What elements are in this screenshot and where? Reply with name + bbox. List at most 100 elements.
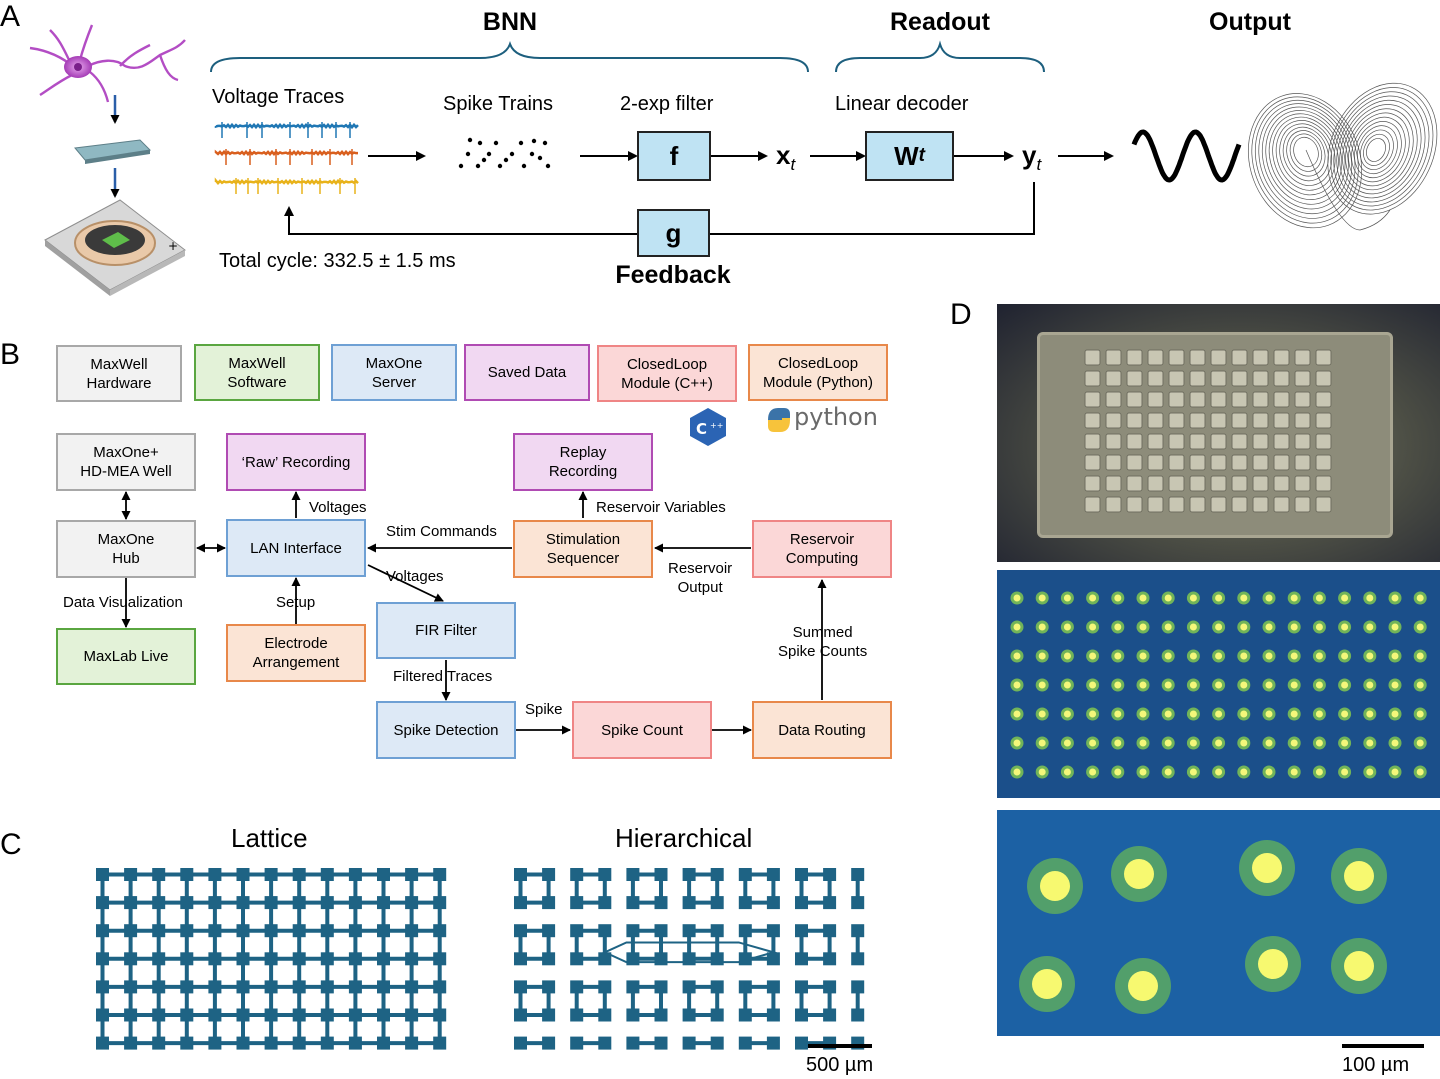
hier-node [514, 1036, 527, 1050]
readout-brace [835, 40, 1045, 73]
fluo-spot [1038, 594, 1046, 602]
mea-well-cell [1126, 433, 1143, 450]
lattice-node [264, 980, 278, 994]
fluo-spot [1215, 681, 1223, 689]
fluo-spot [1215, 652, 1223, 660]
fluo-zoom-spot [1344, 951, 1374, 981]
fluo-spot [1315, 652, 1323, 660]
mea-well-cell [1231, 454, 1248, 471]
spike-dot [503, 157, 509, 163]
hier-node [795, 1036, 808, 1050]
hier-node [654, 896, 668, 910]
fluo-spot [1391, 652, 1399, 660]
mea-well-cell [1315, 433, 1332, 450]
mea-well-cell [1315, 349, 1332, 366]
fluo-spot [1366, 652, 1374, 660]
lattice-node [377, 868, 390, 881]
hier-node [570, 980, 584, 994]
lattice-node [292, 1036, 306, 1050]
mea-well-cell [1315, 370, 1332, 387]
fluo-spot [1114, 681, 1122, 689]
lattice-node [264, 1008, 278, 1022]
fluo-spot [1139, 652, 1147, 660]
hier-node [570, 896, 584, 910]
legend-closedloop-cpp: ClosedLoop Module (C++) [597, 345, 737, 402]
fluo-spot [1164, 652, 1172, 660]
spike-dot [518, 140, 524, 146]
fluo-spot [1341, 739, 1349, 747]
edge-label-spike: Spike [525, 701, 563, 718]
fluo-spot [1265, 710, 1273, 718]
svg-text:++: ++ [710, 421, 723, 430]
panel-b-arrows: C ++ [121, 408, 827, 735]
attractor-loop-left [1251, 96, 1359, 224]
attractor-loop-left [1286, 130, 1326, 177]
attractor-loop-left [1247, 93, 1363, 229]
lattice-node [96, 868, 109, 881]
lattice-node [208, 896, 222, 910]
mea-well-cell [1315, 475, 1332, 492]
lattice-node [236, 952, 250, 966]
fluo-spot [1215, 710, 1223, 718]
spike-dot [486, 151, 492, 157]
lattice-node [152, 952, 166, 966]
hier-node [654, 924, 668, 938]
hier-node [710, 952, 724, 966]
lattice-node [208, 952, 222, 966]
hier-node [682, 1036, 696, 1050]
python-logo [768, 408, 790, 432]
lattice-node [236, 896, 250, 910]
mea-well-cell [1147, 412, 1164, 429]
decoder-label: Linear decoder [835, 93, 969, 115]
mea-well-cell [1252, 454, 1269, 471]
fluo-spot [1366, 768, 1374, 776]
fluo-spot [1189, 681, 1197, 689]
svg-text:C: C [696, 420, 707, 438]
fluo-spot [1063, 594, 1071, 602]
hier-node [851, 868, 865, 881]
edge-label-data-visualization: Data Visualization [63, 594, 183, 611]
mea-well-cell [1105, 412, 1122, 429]
node-stimulation-sequencer: Stimulation Sequencer [513, 520, 653, 578]
scale-label-100: 100 µm [1342, 1054, 1410, 1076]
mea-well-cell [1273, 433, 1290, 450]
mea-well-cell [1231, 412, 1248, 429]
fluo-spot [1189, 768, 1197, 776]
fluo-spot [1315, 710, 1323, 718]
hier-node [851, 924, 865, 938]
fluo-spot [1139, 594, 1147, 602]
spike-trains-dots [458, 137, 551, 169]
lattice-node [348, 896, 362, 910]
lattice-node [208, 1036, 222, 1050]
lattice-node [124, 1008, 138, 1022]
mea-well-cell [1273, 391, 1290, 408]
fluo-spot [1366, 623, 1374, 631]
hier-node [710, 1036, 724, 1050]
lattice-node [180, 868, 194, 881]
fluo-spot [1240, 594, 1248, 602]
mea-well-cell [1252, 475, 1269, 492]
attractor-loop-right [1366, 138, 1386, 162]
mea-well-cell [1147, 433, 1164, 450]
lattice-node [377, 1036, 390, 1050]
hier-node [795, 952, 808, 966]
cpp-logo: C ++ [690, 408, 726, 446]
mea-well-cell [1084, 454, 1101, 471]
panel-letter-a: A [0, 0, 21, 33]
fluo-spot [1038, 623, 1046, 631]
node-spike-count: Spike Count [572, 701, 712, 759]
lattice-node [152, 980, 166, 994]
mea-well-cell [1105, 433, 1122, 450]
fluo-zoom-spot [1258, 949, 1288, 979]
lattice-node [264, 924, 278, 938]
fluo-spot [1341, 710, 1349, 718]
fluo-spot [1240, 681, 1248, 689]
hier-node [682, 924, 696, 938]
mea-well-cell [1231, 433, 1248, 450]
mea-well-cell [1210, 349, 1227, 366]
hier-node [598, 868, 612, 881]
lattice-node [377, 896, 390, 910]
hier-node [738, 924, 752, 938]
node-data-routing: Data Routing [752, 701, 892, 759]
hier-node [514, 868, 527, 881]
